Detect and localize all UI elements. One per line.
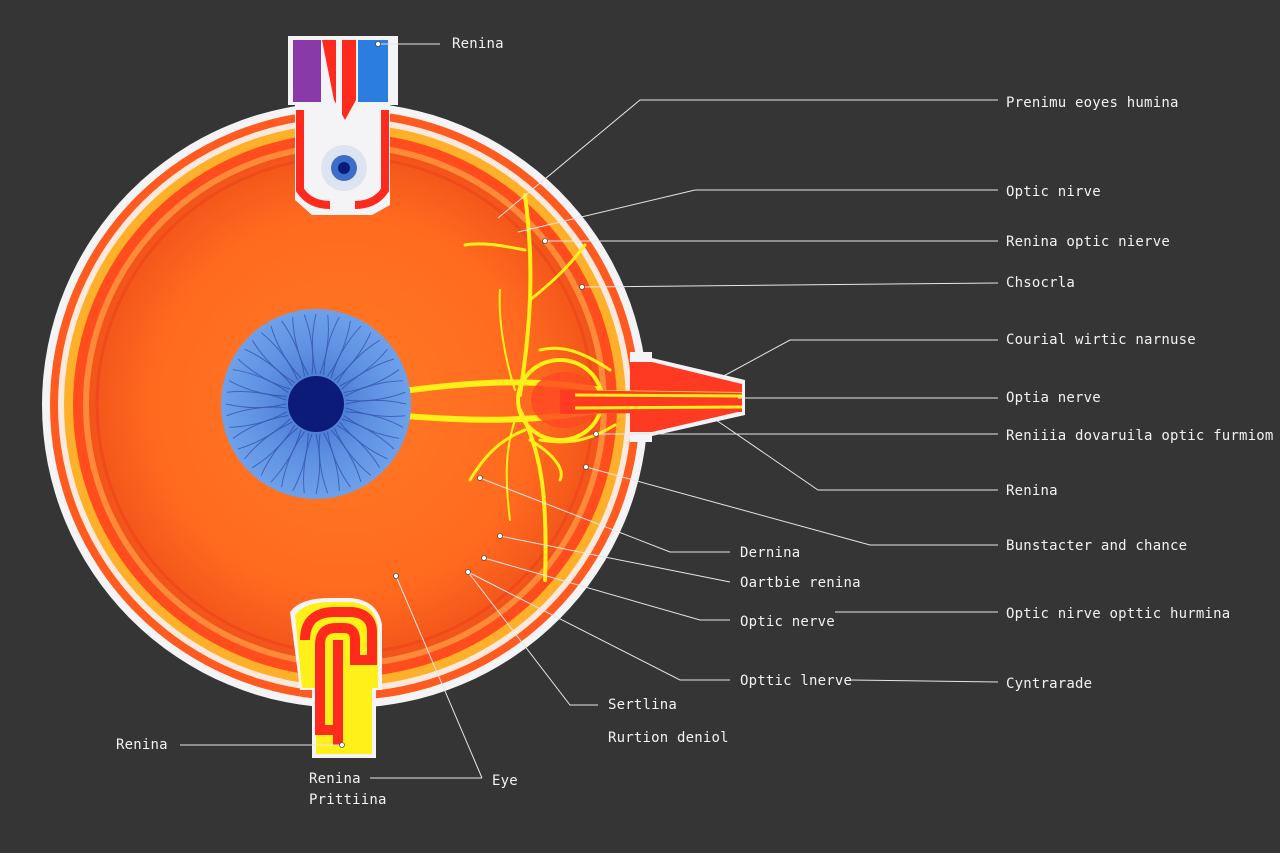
iris-vein xyxy=(326,431,351,488)
top-vessel xyxy=(288,36,398,215)
iris-vein xyxy=(345,407,406,417)
iris-vein xyxy=(226,391,287,401)
label-m6: Rurtion deniol xyxy=(608,730,729,746)
label-r7: Reniiia dovaruila optic furmiom xyxy=(1006,428,1274,444)
iris-vein xyxy=(343,415,400,439)
iris-vein xyxy=(311,313,317,375)
bottom-vessel xyxy=(290,598,382,758)
label-top-vessel: Renina xyxy=(452,36,504,52)
iris-vein xyxy=(244,421,293,460)
iris-vein xyxy=(341,358,395,390)
iris-vein xyxy=(343,369,400,394)
iris-vein xyxy=(333,427,372,476)
iris-vein xyxy=(270,429,302,483)
iris-vein xyxy=(229,411,288,428)
label-m2: Oartbie renina xyxy=(740,575,861,591)
iris-vein xyxy=(344,380,403,397)
iris-vein xyxy=(339,421,388,460)
iris-vein xyxy=(260,332,299,381)
iris-vein xyxy=(232,369,289,393)
label-r9: Bunstacter and chance xyxy=(1006,538,1188,554)
label-b2: Prittiina xyxy=(309,792,387,808)
iris-vein xyxy=(345,391,406,402)
iris-vein xyxy=(336,424,381,468)
label-left: Renina xyxy=(116,737,168,753)
iris-vein xyxy=(323,316,340,376)
iris-vein xyxy=(344,411,404,428)
label-r10: Optic nirve opttic hurmina xyxy=(1006,606,1231,622)
label-r2: Optic nirve xyxy=(1006,184,1101,200)
iris-vein xyxy=(281,320,306,377)
iris-vein xyxy=(292,432,309,492)
iris-vein xyxy=(336,339,380,384)
iris-vein xyxy=(281,431,305,488)
leader-lines xyxy=(180,43,999,779)
label-b1: Renina xyxy=(309,771,361,787)
iris-vein xyxy=(251,340,296,384)
label-m4: Opttic lnerve xyxy=(740,673,853,689)
iris-vein xyxy=(345,399,407,405)
iris-vein xyxy=(225,403,287,409)
label-r4: Chsocrla xyxy=(1006,275,1076,291)
iris-vein xyxy=(327,320,351,377)
label-m5: Sertlina xyxy=(608,697,678,713)
iris-vein xyxy=(292,317,309,376)
iris-vein xyxy=(226,406,287,417)
iris-vein xyxy=(339,348,388,387)
label-r5: Courial wirtic narnuse xyxy=(1006,332,1196,348)
iris-vein xyxy=(252,424,296,469)
iris-vein xyxy=(228,380,288,397)
label-b3: Eye xyxy=(492,773,518,789)
iris-vein xyxy=(323,432,340,491)
iris-group xyxy=(221,309,411,499)
leader-dots xyxy=(339,41,599,748)
iris-vein xyxy=(270,325,302,379)
iris-vein xyxy=(330,325,362,379)
iris-vein xyxy=(333,332,372,381)
label-r3: Renina optic nierve xyxy=(1006,234,1170,250)
iris-vein xyxy=(232,414,289,439)
iris-vein xyxy=(303,433,313,494)
label-m3: Optic nerve xyxy=(740,614,835,630)
iris-vein xyxy=(330,429,362,483)
iris-vein xyxy=(237,418,291,450)
iris-vein xyxy=(237,358,291,390)
iris-vein xyxy=(318,433,329,494)
label-r1: Prenimu eoyes humina xyxy=(1006,95,1179,111)
iris-vein xyxy=(244,348,293,387)
iris-vein xyxy=(315,433,321,495)
label-r8: Renina xyxy=(1006,483,1058,499)
label-r6: Optia nerve xyxy=(1006,390,1101,406)
iris-vein xyxy=(341,418,395,450)
pupil xyxy=(288,376,344,432)
iris-vein xyxy=(260,427,299,476)
iris-vein xyxy=(319,314,329,375)
label-m1: Dernina xyxy=(740,545,801,561)
label-r11: Cyntrarade xyxy=(1006,676,1093,692)
iris-vein xyxy=(303,314,314,375)
